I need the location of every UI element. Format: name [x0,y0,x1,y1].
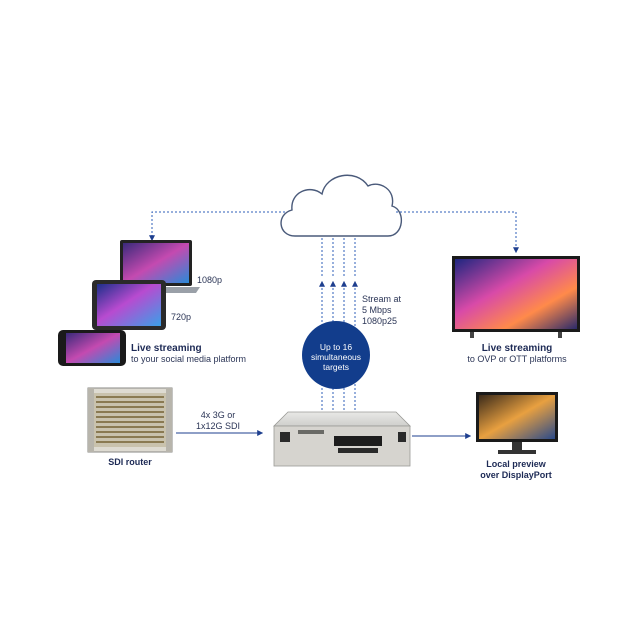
ott-streaming-label: Live streaming to OVP or OTT platforms [450,343,584,365]
local-preview-subtitle: over DisplayPort [480,470,552,480]
sdi-router-label: SDI router [108,457,152,467]
phone-icon [58,330,126,366]
sdi-link-line-2: 1x12G SDI [195,421,241,431]
badge-line-1: Up to 16 [319,342,353,352]
tv-icon [452,256,580,338]
ott-streaming-title: Live streaming [481,343,553,354]
badge-line-3: targets [323,362,349,372]
sdi-router-icon [87,387,173,453]
cloud-icon [280,174,402,237]
tablet-icon [92,280,166,330]
local-preview-label: Local preview over DisplayPort [466,459,566,481]
stream-note-line-3: 1080p25 [362,316,398,326]
preview-monitor-icon [476,392,558,454]
cloud-right-connector [396,211,519,254]
stream-note-line-1: Stream at [362,294,402,304]
local-preview-title: Local preview [486,459,546,469]
badge-line-2: simultaneous [310,352,362,362]
laptop-resolution: 1080p [197,275,223,285]
sdi-link-label: 4x 3G or 1x12G SDI [190,410,246,432]
stream-note: Stream at 5 Mbps 1080p25 [362,294,401,327]
cloud-left-connector [149,211,285,242]
stream-note-line-2: 5 Mbps [362,305,392,315]
ott-streaming-subtitle: to OVP or OTT platforms [467,354,567,364]
sdi-link-line-1: 4x 3G or [200,410,236,420]
tablet-resolution: 720p [171,312,192,322]
social-streaming-subtitle: to your social media platform [131,354,247,364]
social-streaming-label: Live streaming to your social media plat… [131,343,246,365]
social-streaming-title: Live streaming [131,343,202,354]
targets-badge [302,321,370,389]
encoder-device-icon [273,411,411,467]
targets-badge-label: Up to 16 simultaneous targets [303,342,369,372]
